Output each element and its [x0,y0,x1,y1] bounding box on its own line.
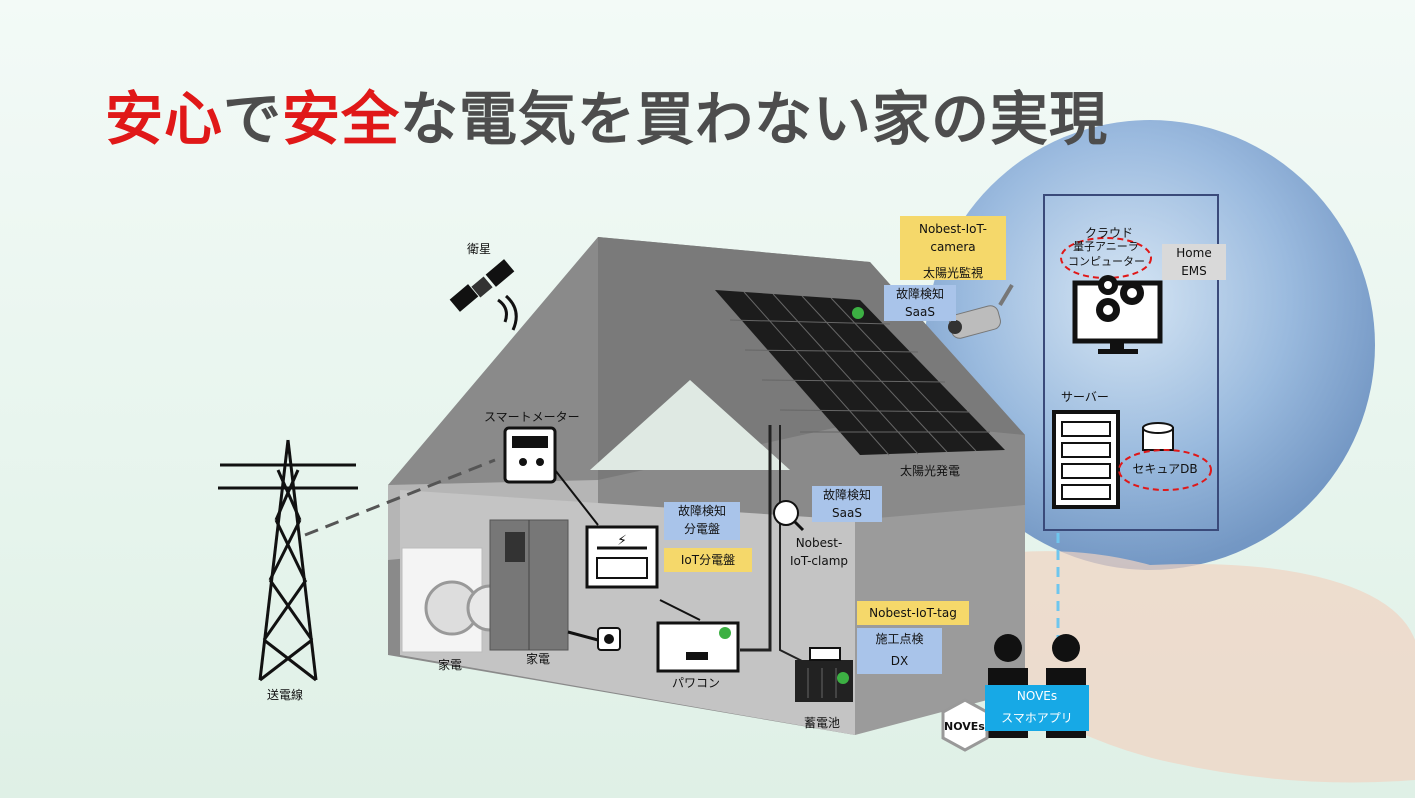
computer-gear-icon [1072,275,1163,354]
secure-db-highlight [1118,449,1212,491]
label-transmission: 送電線 [267,688,304,702]
solar-panel [715,290,1005,456]
saas-camera-box: 故障検知 SaaS [884,285,956,321]
page-title: 安心で安全な電気を買わない家の実現 [105,85,1109,153]
label-satellite: 衛星 [467,242,492,256]
clamp-sensor-icon [773,500,805,532]
app-box: NOVEs スマホアプリ [985,685,1089,731]
label-server: サーバー [1061,390,1109,404]
meter-line [554,469,599,526]
label-cloud: クラウド [1085,226,1134,240]
home-ems-box: Home EMS [1162,244,1226,280]
power-conditioner-icon [656,621,740,673]
transmission-tower-icon [218,439,358,682]
security-camera-icon [948,283,1014,339]
label-pcs: パワコン [672,676,721,690]
power-outlet-icon [567,627,621,651]
dx-box: 施工点検 DX [857,628,942,674]
smart-meter-icon [503,426,557,484]
panel-fault-box: 故障検知 分電盤 [664,502,740,540]
grid-line [304,458,496,537]
refrigerator-icon [489,519,569,651]
earth-globe [925,120,1375,570]
label-appliance-1: 家電 [438,658,463,672]
label-quantum-1: 量子アニーラ [1073,240,1139,253]
label-noves-logo: NOVEs [944,720,985,733]
label-solar: 太陽光発電 [900,464,961,478]
camera-box: Nobest-IoT-camera 太陽光監視 [900,216,1006,280]
label-quantum-2: コンピューター [1068,255,1145,268]
label-battery: 蓄電池 [804,716,841,730]
clamp-label: Nobest- IoT-clamp [789,536,849,568]
tag-box: Nobest-IoT-tag [857,601,969,625]
svg-text:⚡: ⚡ [617,533,627,549]
satellite-icon [449,259,518,331]
dc-cable [740,425,772,652]
distribution-panel-icon: ⚡ [585,525,659,589]
saas-clamp-box: 故障検知 SaaS [812,486,882,522]
server-rack-icon [1052,410,1120,509]
house-inner-gable [590,380,790,470]
battery-icon [795,647,853,702]
washing-machine-icon [401,547,514,653]
database-icon [1142,422,1174,451]
label-smart-meter: スマートメーター [484,410,580,424]
label-appliance-2: 家電 [526,652,551,666]
secure-db-label: セキュアDB [1132,462,1198,476]
cloud-frame [1043,194,1219,531]
iot-panel-box: IoT分電盤 [664,548,752,572]
